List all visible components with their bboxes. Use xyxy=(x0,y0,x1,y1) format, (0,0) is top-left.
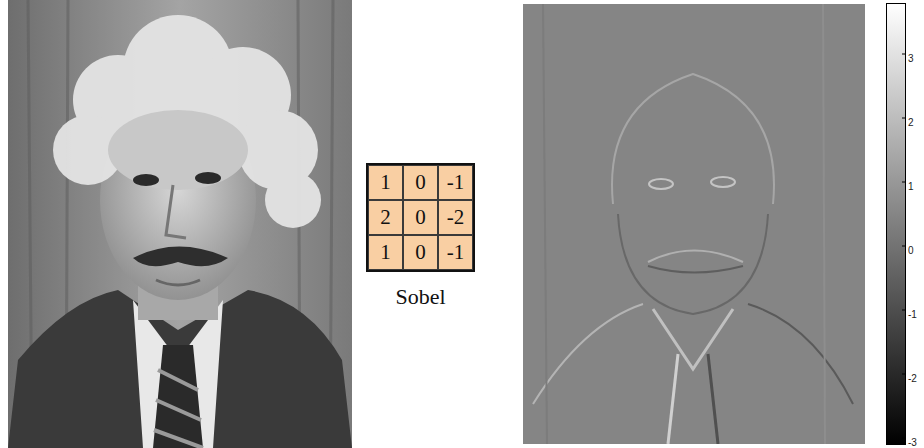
kernel-cell: 0 xyxy=(403,235,438,270)
tick-label: -1 xyxy=(908,309,917,320)
tick-label: 1 xyxy=(908,181,914,192)
kernel-cell: 1 xyxy=(368,165,403,200)
kernel-cell: 0 xyxy=(403,200,438,235)
tick-label: 0 xyxy=(908,245,914,256)
kernel-cell: 1 xyxy=(368,235,403,270)
tick-label: 2 xyxy=(908,117,914,128)
kernel-cell: -2 xyxy=(438,200,473,235)
tick-label: -2 xyxy=(908,373,917,384)
colorbar xyxy=(886,3,906,445)
tick-label: -3 xyxy=(908,437,917,448)
kernel-cell: -1 xyxy=(438,235,473,270)
kernel-cell: -1 xyxy=(438,165,473,200)
original-photo xyxy=(8,0,352,448)
filter-name: Sobel xyxy=(395,284,445,309)
filtered-image xyxy=(523,4,865,444)
kernel-cell: 0 xyxy=(403,165,438,200)
tick-label: 3 xyxy=(908,53,914,64)
sobel-kernel: 10-1 20-2 10-1 xyxy=(366,163,475,272)
kernel-cell: 2 xyxy=(368,200,403,235)
